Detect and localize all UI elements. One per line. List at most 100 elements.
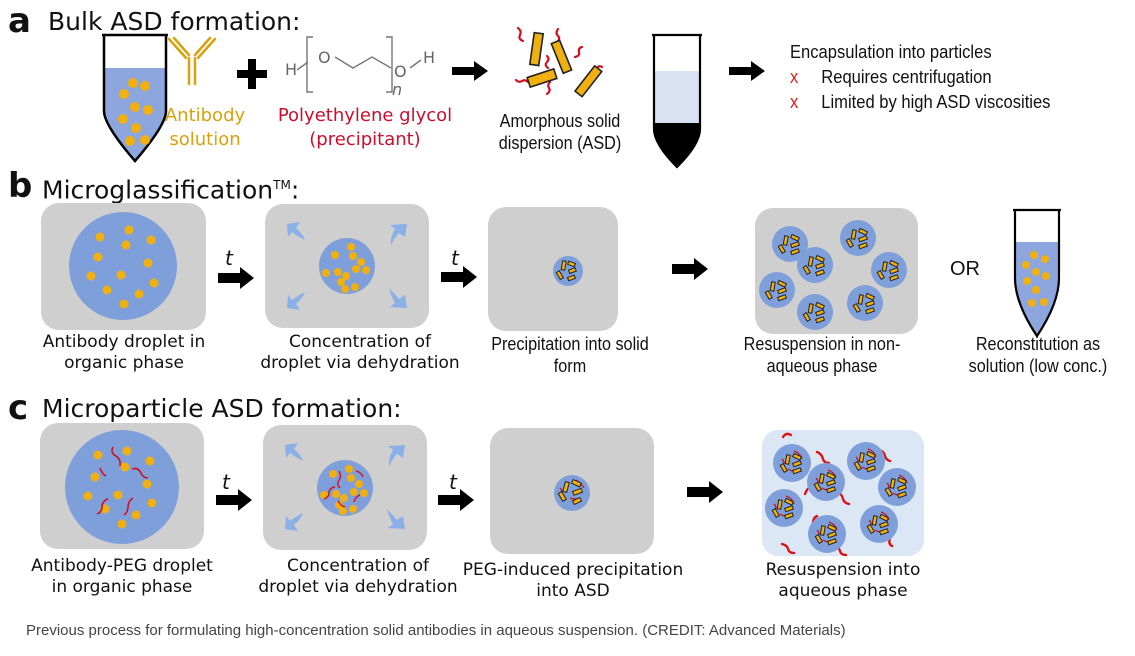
peg-o-right: O xyxy=(394,62,407,81)
panel-b-title-text: Microglassification xyxy=(42,175,274,205)
step-caption: Concentration of droplet via dehydration xyxy=(250,332,470,374)
step-caption-line1: Reconstitution as xyxy=(975,334,1101,354)
peg-h-left: H xyxy=(285,60,297,79)
peg-subscript-n: n xyxy=(392,80,402,99)
antibody-label-line1: Antibody xyxy=(164,105,246,126)
time-label: t xyxy=(449,470,457,494)
antibody-tube-icon xyxy=(102,33,168,163)
peg-droplet-concentration-diagram xyxy=(263,425,427,550)
microparticle xyxy=(847,442,885,480)
note-item: x Requires centrifugation xyxy=(790,65,1050,90)
peg-label: Polyethylene glycol (precipitant) xyxy=(270,104,460,152)
step-caption: PEG-induced precipitation into ASD xyxy=(460,560,686,602)
microparticle xyxy=(878,468,916,506)
step-caption-line1: PEG-induced precipitation xyxy=(462,560,684,580)
microparticle xyxy=(759,272,795,308)
step-caption-line2: form xyxy=(553,356,587,376)
step-caption: Reconstitution as solution (low conc.) xyxy=(950,333,1126,377)
microparticle xyxy=(765,489,803,527)
microparticle xyxy=(808,515,846,553)
asd-label: Amorphous solid dispersion (ASD) xyxy=(488,110,632,154)
panel-a-letter: a xyxy=(8,1,31,41)
reconstituted-tube-icon xyxy=(1013,208,1061,338)
asd-label-line2: dispersion (ASD) xyxy=(498,133,622,153)
asd-label-line1: Amorphous solid xyxy=(499,111,621,131)
peg-label-line2: (precipitant) xyxy=(309,129,421,150)
microparticle xyxy=(840,220,876,256)
figure-caption: Previous process for formulating high-co… xyxy=(26,622,846,639)
non-aqueous-suspension-diagram xyxy=(755,208,918,334)
microparticle xyxy=(797,294,833,330)
or-label: OR xyxy=(950,258,980,280)
step-caption: Resuspension in non- aqueous phase xyxy=(732,333,912,377)
step-caption-line1: Concentration of xyxy=(286,556,430,576)
step-caption-line2: into ASD xyxy=(536,581,610,601)
notes-title: Encapsulation into particles xyxy=(790,42,992,62)
time-label: t xyxy=(451,246,459,270)
antibody-peg-droplet-diagram xyxy=(40,423,204,549)
microparticle xyxy=(772,226,808,262)
peg-label-line1: Polyethylene glycol xyxy=(277,105,453,126)
peg-o-left: O xyxy=(318,48,331,67)
time-label: t xyxy=(225,246,233,270)
step-caption-line2: solution (low conc.) xyxy=(968,356,1108,376)
step-caption-line1: Antibody droplet in xyxy=(42,332,206,352)
step-caption: Concentration of droplet via dehydration xyxy=(248,556,468,598)
arrow-right-icon xyxy=(452,61,488,81)
antibody-y-icon xyxy=(167,36,217,86)
panel-b-title: MicroglassificationTM: xyxy=(42,171,299,204)
arrow-right-icon xyxy=(441,266,477,288)
note-text: Requires centrifugation xyxy=(821,67,992,87)
panel-c-letter: c xyxy=(8,388,29,428)
panel-b-letter: b xyxy=(8,166,33,206)
asd-rods-icon xyxy=(514,26,604,98)
arrow-right-icon xyxy=(687,481,723,503)
note-text: Limited by high ASD viscosities xyxy=(821,92,1051,112)
peg-chain xyxy=(780,542,796,555)
step-caption-line2: aqueous phase xyxy=(778,581,908,601)
arrow-right-icon xyxy=(218,267,254,289)
step-caption-line1: Precipitation into solid xyxy=(491,334,649,354)
panel-b-title-suffix: : xyxy=(290,175,300,205)
time-label: t xyxy=(222,470,230,494)
antibody-label-line2: solution xyxy=(169,129,241,150)
x-mark-icon: x xyxy=(790,92,799,112)
notes-block: Encapsulation into particles x Requires c… xyxy=(790,40,1050,115)
step-caption-line2: droplet via dehydration xyxy=(258,577,458,597)
precipitate-diagram xyxy=(488,207,618,331)
step-caption-line1: Concentration of xyxy=(288,332,432,352)
panel-c-title: Microparticle ASD formation: xyxy=(42,394,402,423)
aqueous-suspension-diagram xyxy=(762,430,924,557)
antibody-label: Antibody solution xyxy=(160,104,250,152)
step-caption-line1: Resuspension into xyxy=(765,560,921,580)
step-caption-line2: droplet via dehydration xyxy=(260,353,460,373)
microparticle xyxy=(797,247,833,283)
centrifuged-tube-icon xyxy=(652,33,702,169)
plus-icon xyxy=(237,59,267,89)
step-caption-line1: Resuspension in non- xyxy=(743,334,901,354)
step-caption-line2: in organic phase xyxy=(51,577,193,597)
arrow-right-icon xyxy=(729,61,765,81)
peg-chain xyxy=(781,432,793,439)
microparticle xyxy=(773,444,811,482)
step-caption: Precipitation into solid form xyxy=(480,333,660,377)
trademark-sup: TM xyxy=(273,178,291,192)
step-caption-line1: Antibody-PEG droplet xyxy=(31,556,213,576)
step-caption: Antibody-PEG droplet in organic phase xyxy=(12,556,232,598)
panel-a-title: Bulk ASD formation: xyxy=(48,7,301,36)
peg-h-right: H xyxy=(423,48,435,67)
droplet-concentration-diagram xyxy=(265,204,429,328)
note-item: x Limited by high ASD viscosities xyxy=(790,90,1050,115)
peg-chain xyxy=(815,450,831,465)
peg-structure-icon: H O O H n xyxy=(285,36,435,99)
arrow-right-icon xyxy=(438,489,474,511)
step-caption-line2: aqueous phase xyxy=(766,356,878,376)
x-mark-icon: x xyxy=(790,67,799,87)
microparticle xyxy=(847,285,883,321)
arrow-right-icon xyxy=(672,258,708,280)
microparticle xyxy=(807,463,845,501)
droplet-dilute-diagram xyxy=(41,203,206,330)
microparticle xyxy=(871,252,907,288)
microparticle xyxy=(860,505,898,543)
peg-precipitate-diagram xyxy=(490,428,654,554)
